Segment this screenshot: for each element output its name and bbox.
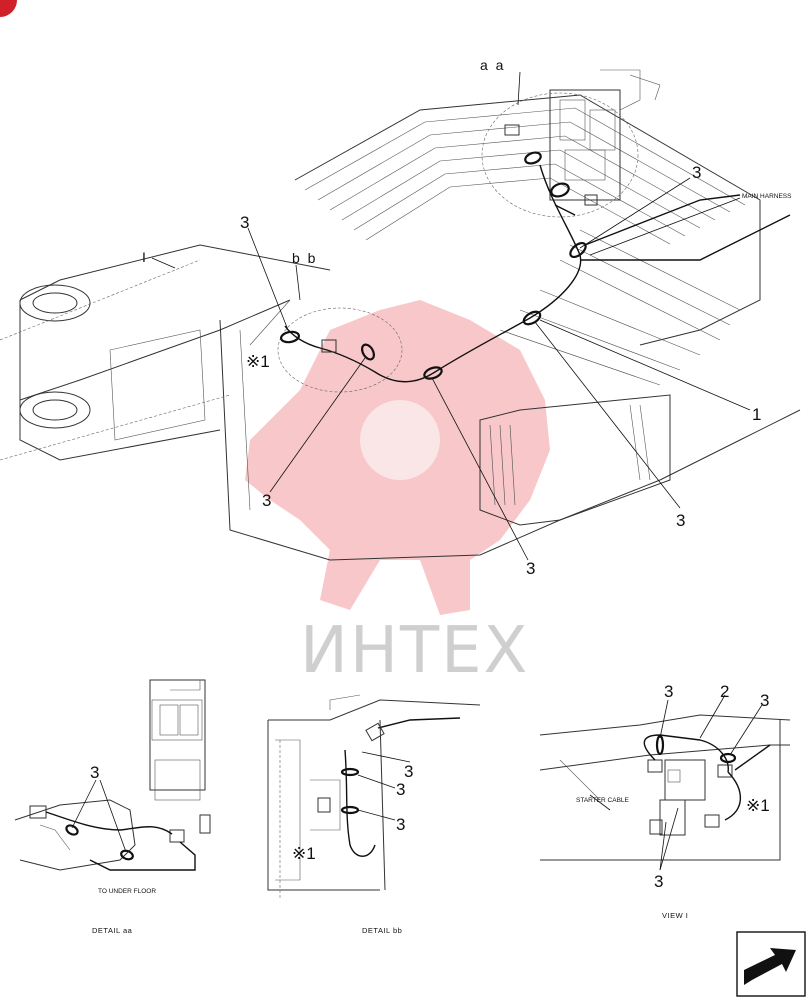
- view-i-caption: VIEW I: [662, 911, 688, 920]
- watermark-text: ИНТЕХ: [300, 614, 529, 688]
- view-i-ref: I: [142, 249, 148, 265]
- main-harness-label: MAIN HARNESS: [742, 193, 792, 200]
- detail-aa: [14, 679, 211, 871]
- main-view: [0, 69, 801, 561]
- view-i-callout-3-bottom: 3: [654, 872, 663, 891]
- detail-aa-callout-3: 3: [90, 763, 99, 782]
- view-i: [539, 694, 791, 871]
- detail-aa-caption: DETAIL aa: [92, 926, 133, 935]
- floor-plate: [294, 94, 761, 386]
- connector: [321, 339, 337, 353]
- detail-bb-ref: b b: [292, 250, 317, 266]
- view-i-note-mark: ※1: [746, 796, 770, 815]
- callout-3-top-right: 3: [692, 163, 701, 182]
- view-i-callout-2: 2: [720, 682, 729, 701]
- main-leaders: [151, 71, 751, 561]
- note-mark-main: ※1: [246, 352, 270, 371]
- callout-3-bottom-center: 3: [526, 559, 535, 578]
- clamps: [279, 151, 587, 380]
- detail-bb-caption: DETAIL bb: [362, 926, 402, 935]
- corner-badge: [0, 0, 17, 17]
- detail-bb-callout-3-low: 3: [396, 815, 405, 834]
- detail-bb-callout-3-top: 3: [404, 762, 413, 781]
- valve-cluster: [549, 69, 661, 201]
- detail-bb-note-mark: ※1: [292, 844, 316, 863]
- detail-bb-callout-3-mid: 3: [396, 780, 405, 799]
- starter-cable-label: STARTER CABLE: [576, 797, 630, 804]
- detail-bb: [267, 694, 481, 900]
- callout-3-bottom-right: 3: [676, 511, 685, 530]
- callout-3-top-left: 3: [240, 213, 249, 232]
- detail-aa-ref: a a: [480, 57, 505, 73]
- detail-aa-circle: [481, 92, 639, 218]
- arrow-next-icon[interactable]: [736, 931, 806, 997]
- callout-1: 1: [752, 405, 761, 424]
- view-i-callout-3-left: 3: [664, 682, 673, 701]
- detail-bb-circle: [277, 307, 403, 393]
- callout-3-bottom-left: 3: [262, 491, 271, 510]
- watermark-holes: [360, 400, 440, 480]
- detail-aa-note: TO UNDER FLOOR: [98, 888, 156, 895]
- view-i-callout-3-right: 3: [760, 691, 769, 710]
- boom-frame: [0, 244, 801, 561]
